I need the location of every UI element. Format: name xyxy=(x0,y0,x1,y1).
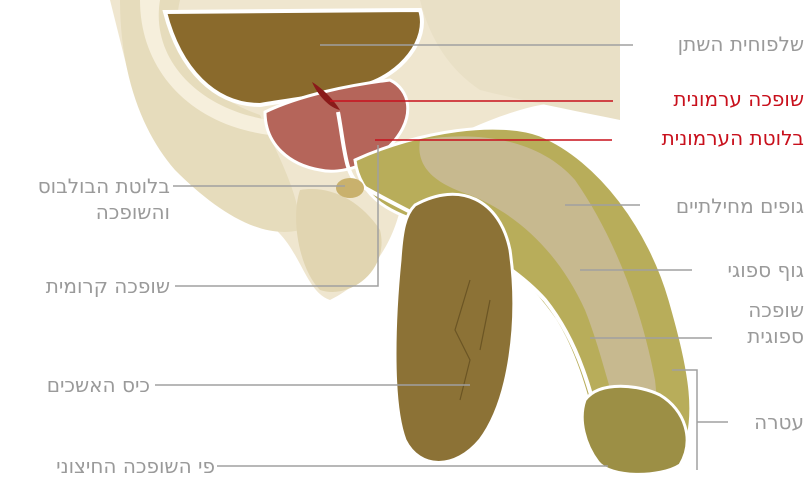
scrotum-shape xyxy=(395,194,514,462)
label-glans: עטרה xyxy=(754,410,804,434)
label-corpus-spongiosum: גוף ספוגי xyxy=(728,258,804,282)
label-ejaculatory-duct: שופכה ערמונית xyxy=(673,87,804,111)
label-bulbourethral-line1: בלוטת הבולבוס xyxy=(10,174,170,198)
bulbourethral-gland-shape xyxy=(336,178,364,198)
label-spongy-urethra-line1: שופכה xyxy=(748,298,804,322)
label-spongy-urethra-line2: ספוגית xyxy=(747,324,804,348)
label-bladder: שלפוחית השתן xyxy=(678,32,804,56)
label-bulbourethral-line2: והשופכה xyxy=(10,200,170,224)
label-scrotum: כיס האשכים xyxy=(10,373,150,397)
label-meatus: פי השופכה החיצוני xyxy=(10,454,215,478)
label-membranous-urethra: שופכה קרומית xyxy=(10,274,170,298)
label-corpora-cavernosa: גופים מחילתיים xyxy=(676,194,804,218)
label-prostate: בלוטת הערמונית xyxy=(662,126,804,150)
